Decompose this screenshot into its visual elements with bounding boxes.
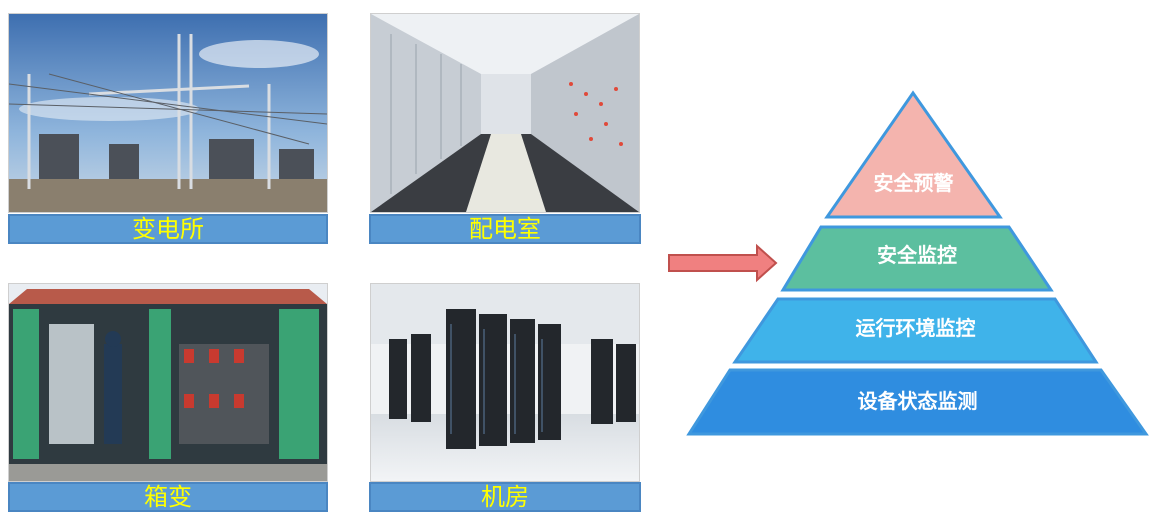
substation-photo [8, 13, 328, 213]
pyramid-layer-2 [780, 225, 1054, 292]
pyramid-layer-bottom [686, 368, 1149, 436]
tile-caption: 配电室 [369, 214, 641, 244]
pyramid-label-safety-warning: 安全预警 [873, 171, 954, 195]
tile-caption: 箱变 [8, 482, 328, 512]
tile-caption: 变电所 [8, 214, 328, 244]
tile-caption: 机房 [369, 482, 641, 512]
switchgear-room-photo [370, 13, 640, 213]
pyramid-layer-3 [732, 297, 1099, 364]
server-room-photo [370, 283, 640, 482]
pyramid-label-environment-monitoring: 运行环境监控 [855, 316, 976, 340]
pyramid-label-safety-monitoring: 安全监控 [877, 243, 957, 267]
box-transformer-photo [8, 283, 328, 482]
right-arrow-icon [668, 243, 778, 283]
pyramid-layer-top [824, 90, 1003, 219]
pyramid-label-equipment-monitoring: 设备状态监测 [857, 389, 978, 413]
